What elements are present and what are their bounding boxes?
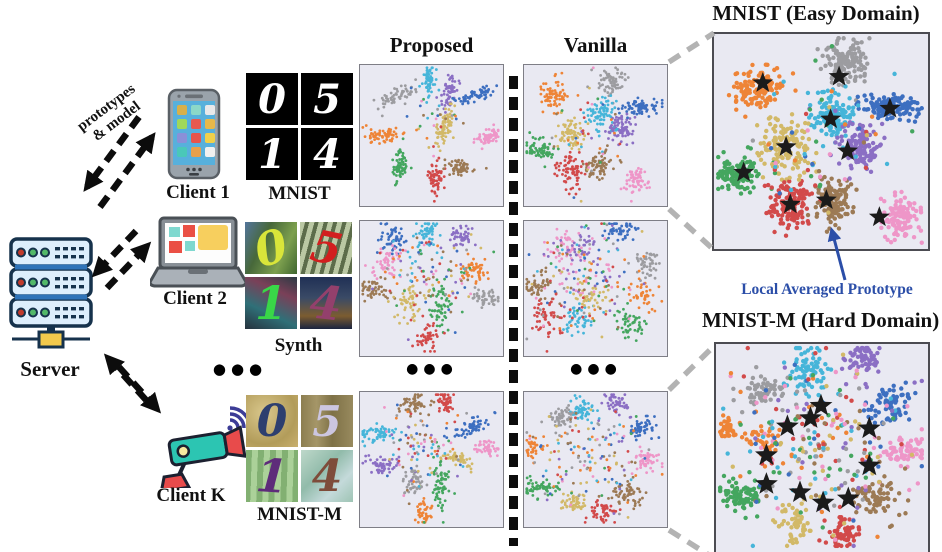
- tsne-vanilla-synth: [523, 220, 668, 357]
- mnistm-label: MNIST-M: [257, 504, 342, 525]
- prototype-label: Local Averaged Prototype: [741, 281, 913, 298]
- mnist-samples: 0 5 1 4: [246, 73, 353, 180]
- digit-image: 0: [246, 395, 298, 447]
- digit-image: 0: [246, 73, 298, 125]
- synth-label: Synth: [274, 335, 323, 356]
- server-icon: [9, 237, 93, 349]
- digit-image: 5: [300, 222, 352, 274]
- clients-ellipsis: ●●●: [212, 360, 268, 378]
- digit-image: 1: [245, 277, 297, 329]
- client2-label: Client 2: [163, 288, 227, 309]
- vanilla-column-header: Vanilla: [563, 33, 628, 57]
- tsne-proposed-synth: [359, 220, 504, 357]
- digit-image: 4: [301, 450, 353, 502]
- smartphone-icon: [167, 88, 221, 180]
- hard-domain-title: MNIST-M (Hard Domain): [702, 308, 940, 332]
- scatter-canvas-hard: [716, 344, 926, 550]
- cctv-camera-icon: [159, 406, 252, 488]
- synth-samples: 0 5 1 4: [245, 222, 352, 329]
- vanilla-ellipsis: ●●●: [570, 361, 622, 377]
- scatter-canvas-p-mnist: [360, 65, 501, 204]
- proposed-column-header: Proposed: [389, 33, 474, 57]
- tsne-proposed-mnist: [359, 64, 504, 207]
- digit-image: 5: [301, 395, 353, 447]
- mnistm-samples: 0 5 1 4: [246, 395, 353, 502]
- digit-image: 4: [300, 277, 352, 329]
- laptop-icon: [150, 216, 246, 288]
- tsne-hard-domain: [714, 342, 930, 552]
- tsne-vanilla-mnist: [523, 64, 668, 207]
- tsne-vanilla-mnistm: [523, 391, 668, 528]
- clientk-label: Client K: [156, 485, 226, 506]
- scatter-canvas-v-mnistm: [524, 392, 665, 525]
- scatter-canvas-easy: [714, 34, 926, 247]
- easy-domain-title: MNIST (Easy Domain): [712, 1, 920, 25]
- server-client2-arrows: [91, 228, 152, 291]
- digit-image: 1: [246, 450, 298, 502]
- scatter-canvas-v-mnist: [524, 65, 665, 204]
- digit-image: 0: [245, 222, 297, 274]
- scatter-canvas-v-synth: [524, 221, 665, 354]
- digit-image: 5: [301, 73, 353, 125]
- digit-image: 4: [301, 128, 353, 180]
- scatter-canvas-p-synth: [360, 221, 501, 354]
- digit-image: 1: [246, 128, 298, 180]
- client1-label: Client 1: [166, 182, 230, 203]
- server-label: Server: [20, 357, 80, 381]
- tsne-proposed-mnistm: [359, 391, 504, 528]
- proposed-ellipsis: ●●●: [406, 361, 458, 377]
- link-label: prototypes & model: [49, 62, 175, 169]
- mnist-label: MNIST: [268, 183, 331, 204]
- tsne-easy-domain: [712, 32, 930, 251]
- zoom-connector-lines: [667, 30, 718, 552]
- scatter-canvas-p-mnistm: [360, 392, 501, 525]
- column-separator: [509, 76, 518, 546]
